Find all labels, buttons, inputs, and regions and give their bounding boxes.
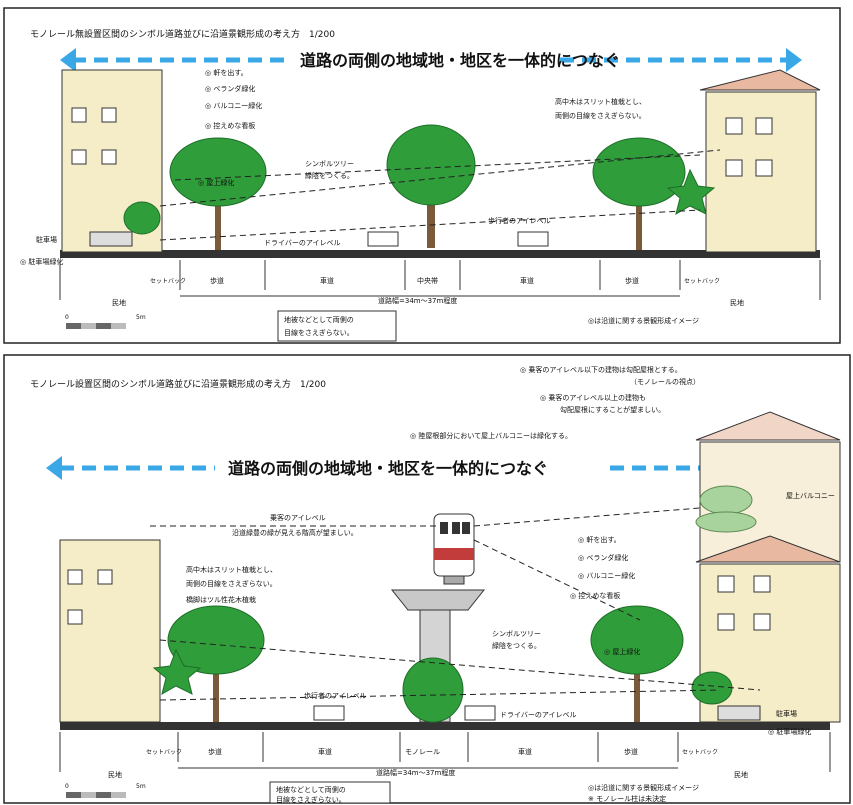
bot-symbol-tree-1: シンボルツリー — [492, 630, 541, 638]
top-vehicles — [367, 231, 549, 247]
top-note-1: ◎ 軒を出す。 — [205, 68, 248, 77]
bot-note-4: 勾配屋根にすることが望ましい。 — [560, 405, 665, 414]
top-notes-left: ◎ 軒を出す。 ◎ ベランダ緑化 ◎ バルコニー緑化 ◎ 控えめな看板 ◎ 屋上… — [198, 68, 262, 187]
top-green-bldg: ◎ 屋上緑化 — [198, 178, 234, 187]
bot-green-bldg: ◎ 屋上緑化 — [604, 647, 640, 656]
top-banner-arrow — [60, 48, 802, 72]
top-sightlines — [159, 149, 721, 241]
top-ground-note-1: 地被などとして両側の — [284, 315, 354, 324]
bot-ground-note-1: 地被などとして両側の — [276, 785, 346, 794]
bot-right-building — [695, 411, 841, 723]
bot-sec-5: 車道 — [518, 747, 532, 756]
panel-top-title: モノレール無設置区間のシンボル道路並びに沿道景観形成の考え方 1/200 — [30, 28, 335, 40]
bot-symbol-tree-2: 緑陰をつくる。 — [492, 641, 541, 650]
bot-driver-eye: ドライバーのアイレベル — [500, 711, 577, 719]
bot-sightlines — [150, 507, 761, 701]
bot-land-right: 民地 — [734, 770, 748, 779]
top-parking: 駐車場 — [36, 235, 57, 244]
bot-parking: 駐車場 — [776, 709, 797, 718]
bot-land-left: 民地 — [108, 770, 122, 779]
top-land-left: 民地 — [112, 298, 126, 307]
top-right-building — [699, 69, 821, 253]
top-symbol-tree-2: 緑陰をつくる。 — [305, 171, 354, 180]
bot-sec-4: モノレール — [405, 748, 440, 756]
top-symbol-tree-1: シンボルツリー — [305, 160, 354, 168]
bot-left-building — [59, 539, 161, 723]
top-section-row: セットバック 歩道 車道 中央帯 車道 歩道 セットバック 民地 民地 道路幅=… — [59, 260, 821, 307]
bot-roof-balcony: 屋上バルコニー — [786, 491, 835, 500]
bot-sec-6: 歩道 — [624, 747, 638, 756]
bot-tree-note-2: 両側の目線をさえぎらない。 — [186, 579, 277, 588]
top-tree-note-1: 高中木はスリット植栽とし、 — [555, 97, 646, 106]
bot-sec-2: 歩道 — [208, 747, 222, 756]
bot-note-3: ◎ 乗客のアイレベル以上の建物も — [540, 393, 646, 402]
top-legend: ◎は沿道に関する景観形成イメージ — [588, 316, 699, 325]
bot-note-5: ◎ 陸屋根部分において屋上バルコニーは緑化する。 — [410, 431, 572, 440]
bot-note-2: （モノレールの視点） — [630, 377, 700, 386]
bot-sec-3: 車道 — [318, 747, 332, 756]
bot-walker-eye: 歩行者のアイレベル — [304, 691, 367, 700]
panel-bottom-title: モノレール設置区間のシンボル道路並びに沿道景観形成の考え方 1/200 — [30, 378, 326, 390]
bot-trees — [152, 605, 733, 723]
bot-passenger-eye-1: 乗客のアイレベル — [270, 513, 326, 522]
panel-bottom: モノレール設置区間のシンボル道路並びに沿道景観形成の考え方 1/200 ◎ 乗客… — [3, 354, 851, 804]
bot-note-r3: ◎ バルコニー緑化 — [578, 571, 635, 580]
bot-sec-7: セットバック — [682, 749, 718, 756]
bot-section-row: セットバック 歩道 車道 モノレール 車道 歩道 セットバック 民地 民地 道路… — [59, 732, 831, 779]
bot-parking-green: ◎ 駐車場緑化 — [768, 727, 811, 736]
top-land-right: 民地 — [730, 298, 744, 307]
bot-ground-note-2: 目線をさえぎらない。 — [276, 795, 346, 804]
top-walker-eye: 歩行者のアイレベル — [488, 216, 551, 225]
top-scale-5: 5m — [136, 314, 146, 321]
top-sec-1: セットバック — [150, 278, 186, 285]
top-driver-eye: ドライバーのアイレベル — [264, 239, 341, 247]
bot-sec-1: セットバック — [146, 749, 182, 756]
bot-vehicles — [313, 705, 761, 721]
top-sec-6: 歩道 — [625, 276, 639, 285]
bot-scale-5: 5m — [136, 783, 146, 790]
top-note-4: ◎ 控えめな看板 — [205, 121, 255, 130]
top-ground-note-box — [277, 310, 397, 342]
top-note-3: ◎ バルコニー緑化 — [205, 101, 262, 110]
top-note-2: ◎ ベランダ緑化 — [205, 84, 255, 93]
top-sec-4: 中央帯 — [417, 276, 438, 285]
top-tree-note-2: 両側の目線をさえぎらない。 — [555, 111, 646, 120]
top-parking-green: ◎ 駐車場緑化 — [20, 257, 63, 266]
bot-note-r1: ◎ 軒を出す。 — [578, 535, 621, 544]
top-road-width: 道路幅=34m～37m程度 — [378, 296, 457, 305]
bot-legend-1: ◎は沿道に関する景観形成イメージ — [588, 783, 699, 792]
bot-scale-0: 0 — [65, 783, 69, 790]
top-sec-3: 車道 — [320, 276, 334, 285]
top-ground-note-2: 目線をさえぎらない。 — [284, 328, 354, 337]
top-banner-text: 道路の両側の地域地・地区を一体的につなぐ — [300, 51, 620, 70]
top-scale-bar: 0 5m — [65, 314, 146, 329]
bottom-banner-text: 道路の両側の地域地・地区を一体的につなぐ — [228, 459, 548, 478]
bot-note-r2: ◎ ベランダ緑化 — [578, 553, 628, 562]
top-sec-2: 歩道 — [210, 276, 224, 285]
bot-note-r4: ◎ 控えめな看板 — [570, 591, 620, 600]
top-scale-0: 0 — [65, 314, 69, 321]
bot-tree-note-1: 高中木はスリット植栽とし、 — [186, 565, 277, 574]
top-sec-7: セットバック — [684, 278, 720, 285]
top-ground — [60, 250, 820, 258]
bot-scale-bar: 0 5m — [65, 783, 146, 798]
panel-top: モノレール無設置区間のシンボル道路並びに沿道景観形成の考え方 1/200 道路の… — [3, 7, 841, 344]
bot-note-1: ◎ 乗客のアイレベル以下の建物は勾配屋根とする。 — [520, 365, 682, 374]
top-sec-5: 車道 — [520, 276, 534, 285]
bot-pier-note: 橋脚はツル性花木植栽 — [186, 595, 256, 604]
bot-legend-2: ※ モノレール柱は未決定 — [588, 794, 666, 803]
bot-ground-note-box — [269, 781, 391, 804]
bot-passenger-eye-2: 沿道緑豊の緑が見える階高が望ましい。 — [232, 528, 358, 537]
bot-road-width: 道路幅=34m～37m程度 — [376, 768, 455, 777]
top-trees — [123, 124, 716, 250]
bottom-ground — [60, 722, 830, 730]
